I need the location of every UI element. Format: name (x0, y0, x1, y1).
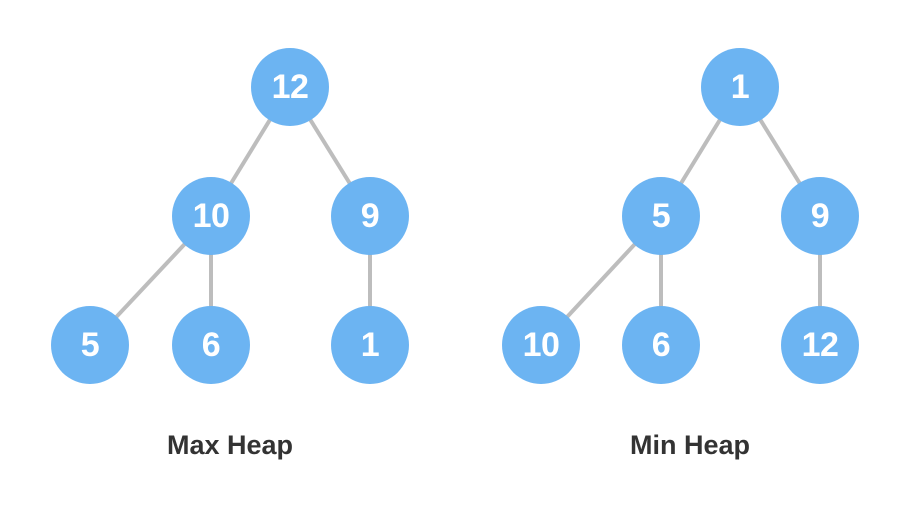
tree-node-min-root[interactable]: 1 (701, 48, 779, 126)
tree-node-max-l[interactable]: 10 (172, 177, 250, 255)
tree-node-min-rl[interactable]: 12 (781, 306, 859, 384)
tree-node-max-r[interactable]: 9 (331, 177, 409, 255)
tree-node-max-lr[interactable]: 6 (172, 306, 250, 384)
diagram-caption-max-heap: Max Heap (166, 430, 294, 460)
tree-node-max-root[interactable]: 12 (251, 48, 329, 126)
tree-node-min-l[interactable]: 5 (622, 177, 700, 255)
tree-node-max-rl[interactable]: 1 (331, 306, 409, 384)
diagram-caption-min-heap: Min Heap (629, 430, 751, 460)
tree-node-min-lr[interactable]: 6 (622, 306, 700, 384)
tree-node-min-ll[interactable]: 10 (502, 306, 580, 384)
tree-node-max-ll[interactable]: 5 (51, 306, 129, 384)
tree-node-min-r[interactable]: 9 (781, 177, 859, 255)
